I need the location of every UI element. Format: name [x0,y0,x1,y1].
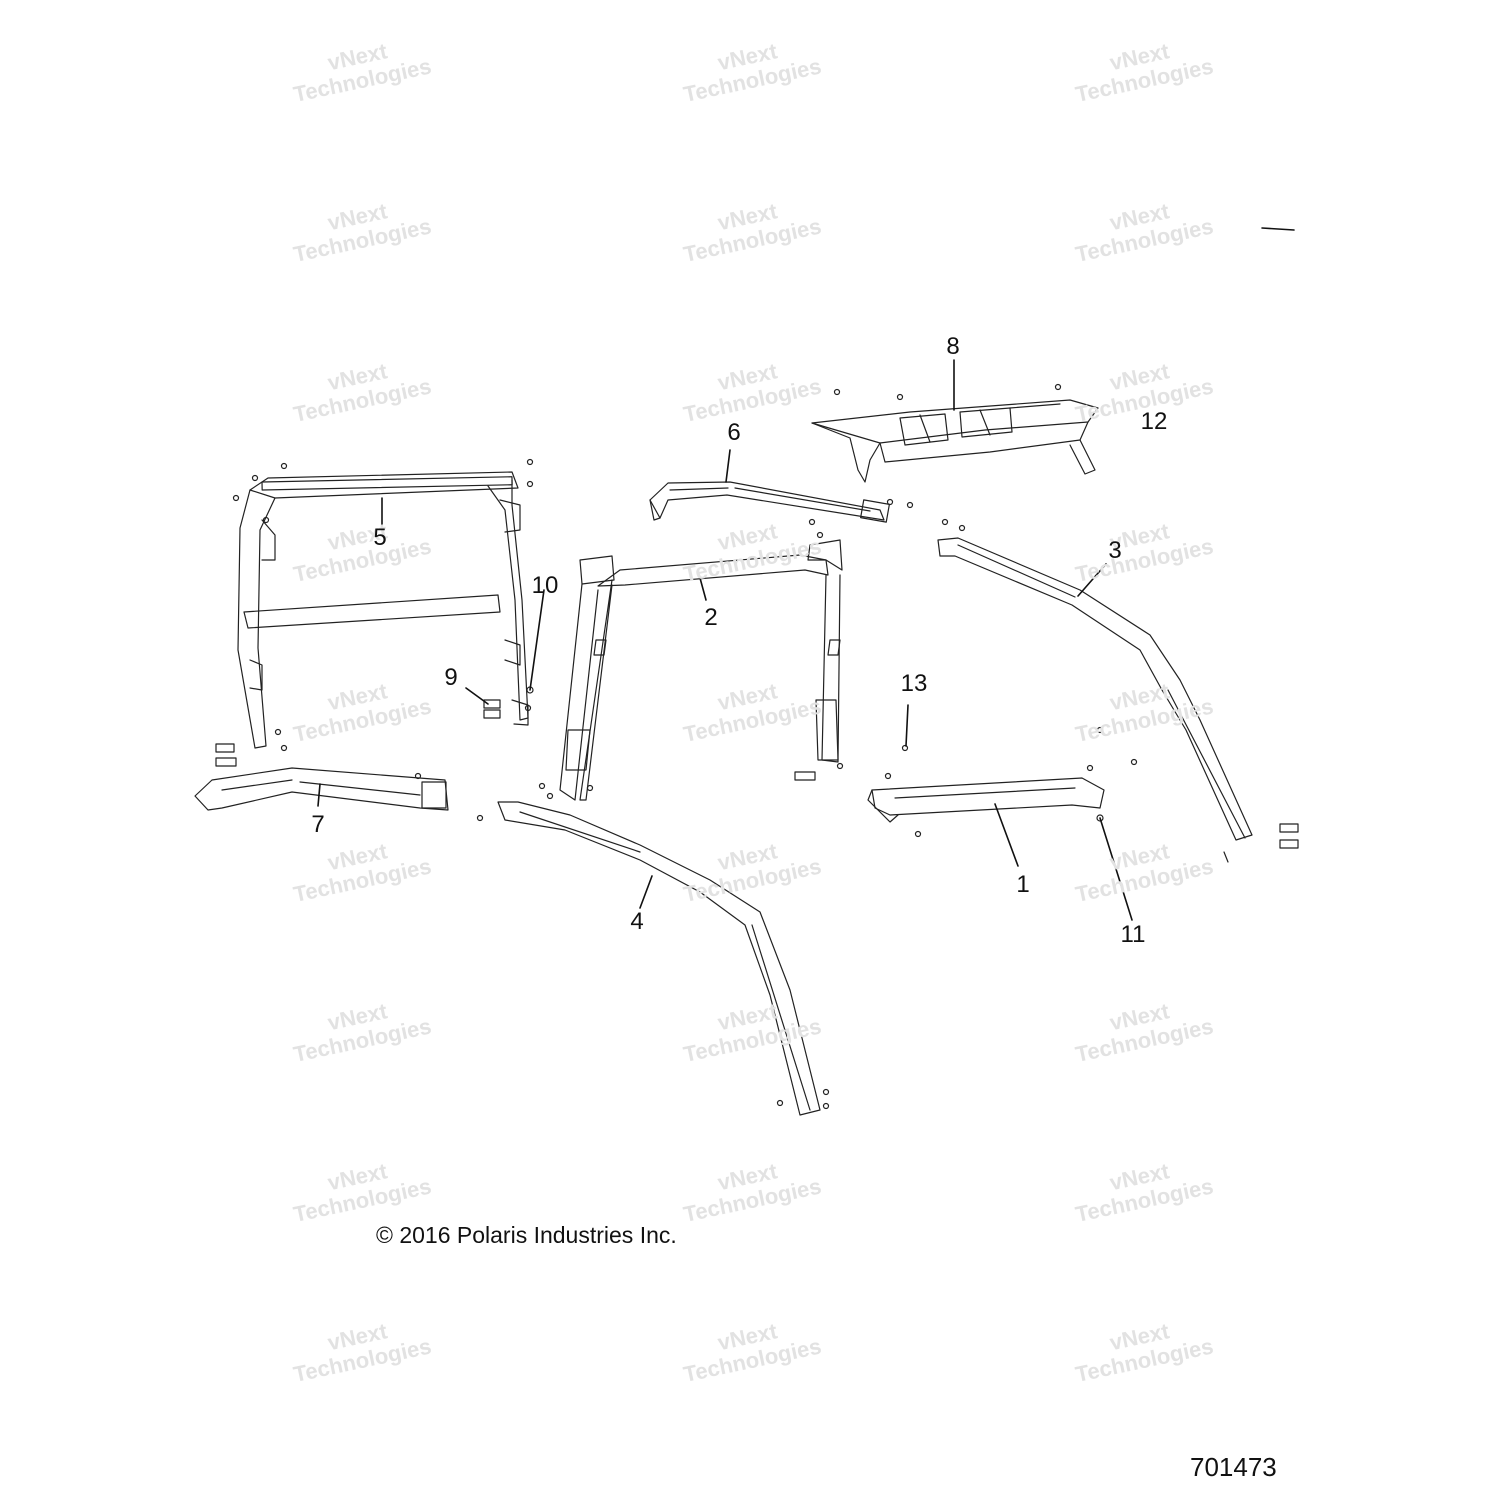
callout-13: 13 [900,670,928,697]
callout-11: 11 [1120,921,1146,948]
part-6-upper-side-tube [649,481,890,523]
part-13-washer [901,744,909,752]
callout-1: 1 [1016,871,1030,898]
part-11-nut [1096,814,1104,822]
callout-3: 3 [1108,537,1122,564]
callout-9: 9 [444,664,458,691]
callout-5: 5 [373,524,387,551]
callout-2: 2 [704,604,718,631]
callout-7: 7 [311,811,325,838]
callout-4: 4 [630,908,644,935]
copyright-notice: © 2016 Polaris Industries Inc. [376,1222,677,1248]
callout-10: 10 [531,572,559,599]
part-1-cross-bar [867,764,1105,838]
part-7-lower-side-tube [194,767,449,811]
part-2-center-hoop [538,518,844,801]
part-3-right-front-tube [937,518,1299,863]
part-4-left-front-tube [476,801,830,1116]
part-8-roof-panel [811,383,1099,509]
part-5-rear-frame [215,458,534,767]
callout-12: 12 [1140,408,1168,435]
callout-6: 6 [727,419,741,446]
part-9-fastener [483,699,501,719]
leader-lines [317,227,1295,921]
figure-number: 701473 [1190,1452,1277,1482]
callout-8: 8 [946,333,960,360]
